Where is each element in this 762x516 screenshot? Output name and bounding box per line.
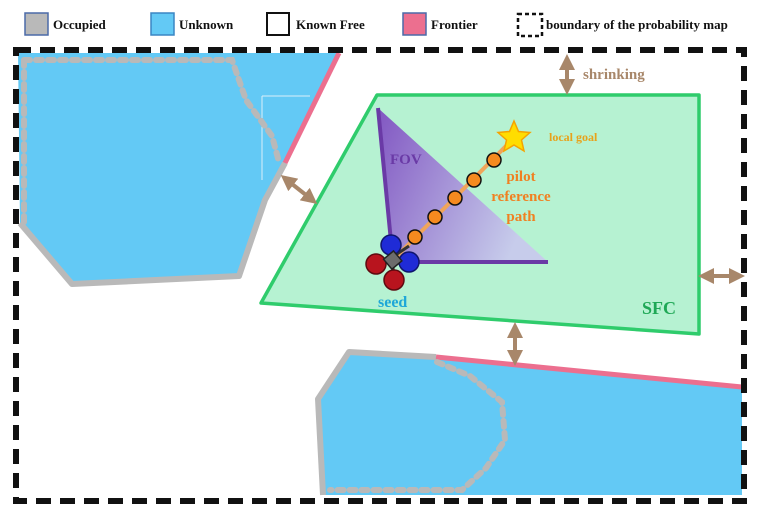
seed-label: seed bbox=[378, 294, 407, 311]
unknown-region-top-left bbox=[17, 51, 342, 287]
legend-item-known-free: Known Free bbox=[266, 12, 365, 36]
frontier-edge bbox=[435, 354, 743, 390]
path-waypoint bbox=[447, 190, 463, 206]
path-waypoint bbox=[466, 172, 482, 188]
shrink-arrow-left bbox=[280, 175, 318, 204]
quadrotor-rotor bbox=[380, 234, 402, 256]
occupied-boundary bbox=[17, 161, 288, 287]
shrinking-label: shrinking bbox=[583, 67, 645, 83]
known-free-swatch bbox=[266, 12, 290, 36]
legend-item-occupied: Occupied bbox=[24, 12, 106, 36]
occupied-swatch bbox=[24, 12, 49, 36]
shrinking-arrows bbox=[280, 54, 745, 366]
quadrotor-rotor bbox=[365, 253, 387, 275]
legend: Occupied Unknown Known Free Frontier bou… bbox=[24, 12, 728, 38]
quadrotor-body bbox=[382, 249, 403, 271]
path-waypoint bbox=[407, 229, 423, 245]
path-waypoint bbox=[427, 209, 443, 225]
legend-label-unknown: Unknown bbox=[179, 17, 234, 32]
quadrotor-icon bbox=[365, 234, 420, 291]
probability-map-edge bbox=[327, 359, 509, 493]
pilot-path-label-line3: path bbox=[506, 209, 536, 225]
legend-item-boundary: boundary of the probability map bbox=[516, 12, 728, 38]
legend-label-boundary: boundary of the probability map bbox=[546, 17, 728, 32]
legend-item-frontier: Frontier bbox=[402, 12, 478, 36]
quadrotor-rotor bbox=[398, 251, 420, 273]
sfc-label: SFC bbox=[642, 298, 676, 318]
probability-map-edge bbox=[21, 57, 282, 165]
pilot-path-label-line2: reference bbox=[491, 189, 551, 205]
quadrotor-rotor bbox=[383, 269, 405, 291]
boundary-swatch bbox=[516, 12, 544, 38]
probability-map-boundary bbox=[13, 47, 747, 504]
frontier-edge bbox=[282, 51, 342, 165]
frontier-swatch bbox=[402, 12, 427, 36]
pilot-reference-path bbox=[393, 138, 514, 260]
fov-label: FOV bbox=[390, 152, 422, 168]
star-icon bbox=[496, 119, 532, 153]
local-goal-label: local goal bbox=[549, 130, 598, 144]
legend-label-occupied: Occupied bbox=[53, 17, 106, 32]
unknown-area bbox=[18, 53, 338, 283]
pilot-path-label-line1: pilot bbox=[506, 169, 535, 185]
fov-area bbox=[378, 108, 548, 262]
unknown-swatch bbox=[150, 12, 175, 36]
path-waypoint bbox=[486, 152, 502, 168]
legend-label-frontier: Frontier bbox=[431, 17, 478, 32]
legend-item-unknown: Unknown bbox=[150, 12, 234, 36]
unknown-region-bottom-right bbox=[315, 349, 743, 496]
occupied-boundary bbox=[315, 349, 437, 496]
unknown-area bbox=[318, 352, 742, 495]
legend-label-known-free: Known Free bbox=[296, 17, 365, 32]
